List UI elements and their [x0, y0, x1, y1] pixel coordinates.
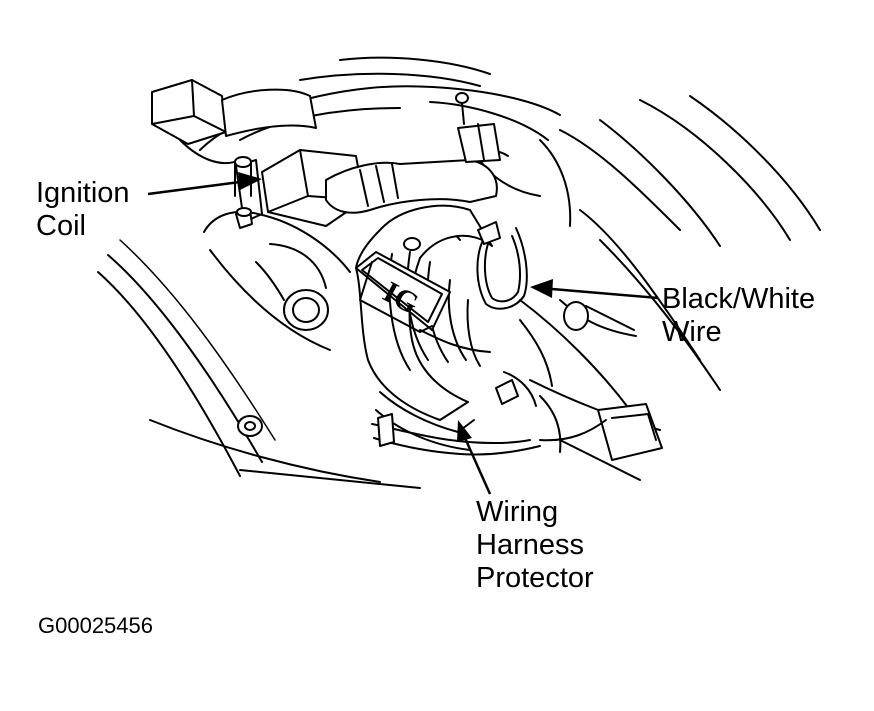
harness-protector-label-line-1: Wiring [476, 496, 559, 528]
leader-harness-protector [457, 420, 492, 495]
harness-protector-label: Wiring Harness Protector [476, 496, 594, 595]
black-white-wire-label: Black/White Wire [662, 283, 815, 349]
ig-tag-plate: IG [355, 251, 451, 333]
ignition-coil-label-line-1: Ignition [36, 177, 130, 209]
right-components [495, 139, 663, 461]
black-white-wire-label-line-1: Black/White [662, 283, 816, 315]
lower-harness [371, 413, 607, 456]
harness-protector-label-line-3: Protector [476, 562, 594, 594]
ignition-coil-label-line-2: Coil [36, 210, 86, 242]
leader-black-white-wire [530, 279, 659, 300]
upper-connector [151, 79, 317, 165]
ignition-coil-label: Ignition Coil [36, 177, 130, 243]
coil-wire-boot [325, 123, 509, 214]
black-white-wire-loop [476, 221, 528, 310]
bolts [234, 92, 469, 437]
figure-id: G00025456 [38, 613, 153, 638]
black-white-wire-label-line-2: Wire [662, 316, 722, 348]
leader-ignition-coil [147, 172, 262, 196]
harness-protector [355, 204, 493, 451]
harness-protector-label-line-2: Harness [476, 529, 584, 561]
